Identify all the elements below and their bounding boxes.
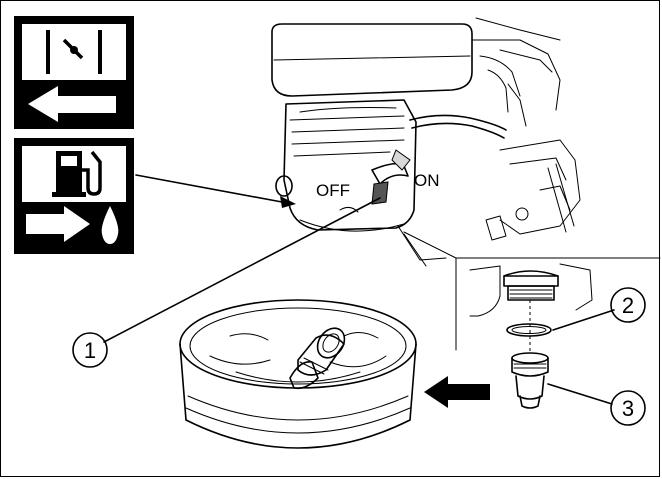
cup-in-pan <box>289 327 346 390</box>
sediment-cup <box>511 352 549 409</box>
inset-detail <box>403 231 661 409</box>
callout-2: 2 <box>552 287 646 331</box>
icon-panel <box>14 16 134 254</box>
fuel-valve-closed-icon <box>46 30 102 74</box>
on-label: ON <box>414 171 440 190</box>
panel-pointer-arrow <box>135 174 296 208</box>
fuel-drop-icon <box>101 206 119 244</box>
callout-1: 1 <box>72 197 381 368</box>
o-ring <box>506 323 552 337</box>
callout-3: 3 <box>547 383 646 426</box>
direction-arrow-left-icon <box>424 376 490 408</box>
off-label: OFF <box>316 181 350 200</box>
engine-drawing <box>271 17 581 267</box>
callout-1-number: 1 <box>84 338 96 363</box>
valve-socket <box>503 270 559 301</box>
callout-2-number: 2 <box>622 293 634 318</box>
callout-3-number: 3 <box>622 396 634 421</box>
fuel-pump-icon <box>52 150 102 197</box>
drain-pan <box>179 299 417 449</box>
arrow-right-icon <box>26 206 90 242</box>
arrow-left-icon <box>28 86 116 122</box>
